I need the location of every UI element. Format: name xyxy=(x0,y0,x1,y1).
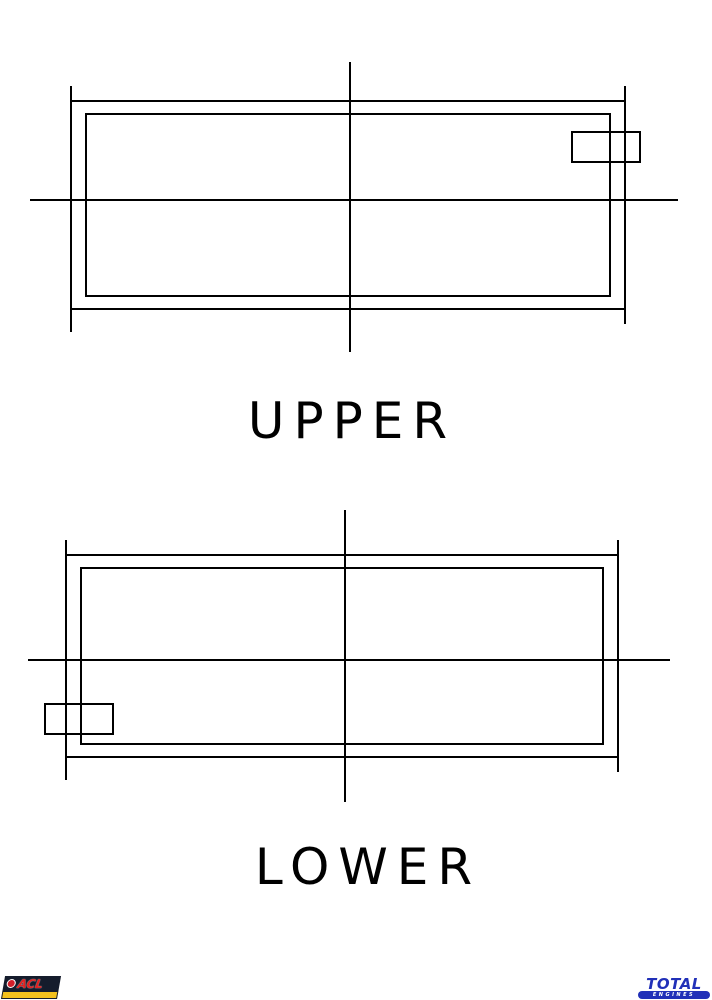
upper-edge-tick-top-left xyxy=(70,86,72,100)
total-engines-logo: TOTAL ENGINES xyxy=(638,977,710,999)
upper-shell-outline xyxy=(70,100,626,310)
upper-edge-tick-bottom-left xyxy=(70,310,72,332)
lower-label: LOWER xyxy=(254,838,482,896)
upper-edge-tick-top-right xyxy=(624,86,626,100)
lower-vertical-centerline xyxy=(344,510,346,802)
acl-logo-text: ACL xyxy=(16,976,45,991)
lower-edge-tick-bottom-left xyxy=(65,758,67,780)
upper-vertical-centerline xyxy=(349,62,351,352)
acl-logo-stripe xyxy=(1,991,59,999)
lower-edge-tick-bottom-right xyxy=(617,758,619,772)
acl-logo-top: ACL xyxy=(2,976,62,991)
upper-shell-inner-outline xyxy=(85,113,611,297)
lower-horizontal-centerline xyxy=(28,659,670,661)
lower-edge-tick-top-left xyxy=(65,540,67,554)
lower-locating-tang xyxy=(44,703,114,735)
total-engines-logo-brand: TOTAL xyxy=(646,975,702,993)
acl-logo: ACL xyxy=(1,976,62,999)
upper-horizontal-centerline xyxy=(30,199,678,201)
lower-shell-inner-outline xyxy=(80,567,604,745)
lower-shell-outline xyxy=(65,554,619,758)
upper-label: UPPER xyxy=(247,392,457,450)
upper-locating-tang xyxy=(571,131,641,163)
upper-edge-tick-bottom-right xyxy=(624,310,626,324)
acl-emblem-icon xyxy=(5,979,17,988)
lower-edge-tick-top-right xyxy=(617,540,619,554)
total-engines-logo-subtext: ENGINES xyxy=(638,991,710,999)
